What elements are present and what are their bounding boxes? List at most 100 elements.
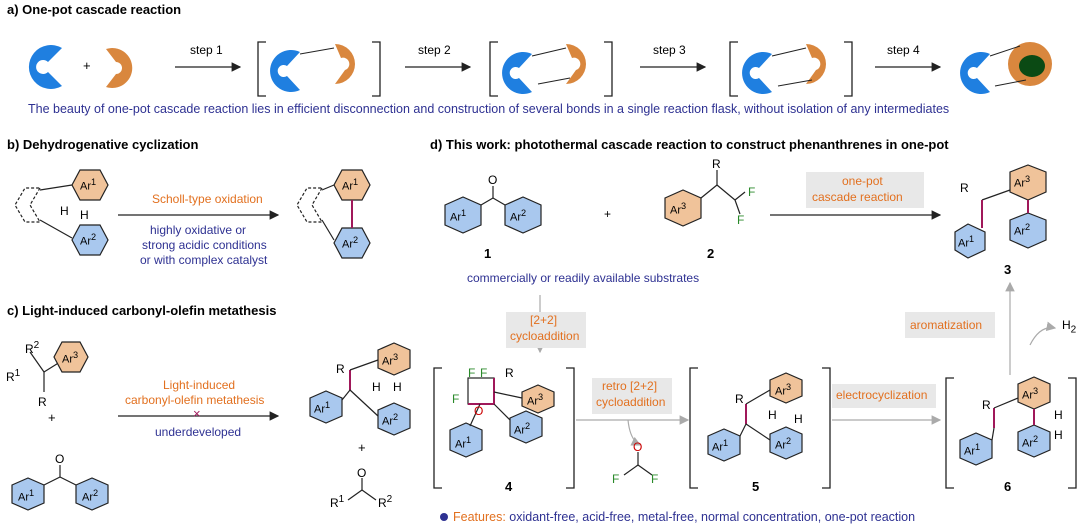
section-a-plus: + [83, 58, 91, 73]
compound-3-r: R [960, 181, 969, 195]
section-d-plus: + [604, 207, 612, 221]
section-c-prod-ar1: Ar1 [314, 400, 331, 416]
section-c-byproduct-r2: R2 [378, 494, 393, 510]
section-c-prod-h1: H [372, 380, 381, 394]
section-b-reactant [14, 169, 109, 256]
aromatization-box [905, 312, 995, 338]
compound-5-ar2: Ar2 [775, 436, 792, 452]
compound-2-r: R [712, 157, 721, 171]
compound-5-ar1: Ar1 [712, 438, 729, 454]
features-label: Features: [453, 510, 506, 524]
cof2-o: O [633, 440, 643, 454]
section-c-r2: R2 [25, 340, 40, 356]
intermediate-1-shapes [270, 44, 355, 92]
section-d-title: d) This work: photothermal cascade react… [430, 137, 949, 152]
compound-6-h2: H [1054, 428, 1063, 442]
compound-4-f1: F [468, 366, 476, 380]
section-b-prod-ar1: Ar1 [342, 177, 359, 193]
section-b-prod-ar2: Ar2 [342, 235, 359, 251]
compound-5-r: R [735, 392, 744, 406]
section-c-byproduct [347, 478, 377, 501]
compound-3-ar2: Ar2 [1014, 222, 1031, 238]
section-c-r: R [38, 395, 47, 409]
compound-2-f1: F [748, 185, 756, 199]
retro-label-1: retro [2+2] [602, 379, 658, 393]
h2-label: H2 [1062, 318, 1077, 336]
section-b-title: b) Dehydrogenative cyclization [7, 137, 199, 152]
product-shapes [960, 42, 1052, 95]
compound-4-ar3: Ar3 [527, 392, 544, 408]
compound-3-structure [954, 164, 1047, 259]
compound-5-ar3: Ar3 [775, 382, 792, 398]
section-c-plus-2: + [358, 440, 366, 455]
section-c-arrow-top-2: carbonyl-olefin metathesis [125, 393, 265, 407]
retro-box [592, 378, 672, 414]
compound-4-o: O [474, 404, 484, 418]
features-bullet-icon [440, 513, 448, 521]
compound-4-ar2: Ar2 [514, 421, 531, 437]
cycloaddition-box [506, 312, 586, 348]
compound-5-structure [707, 372, 803, 462]
cycloaddition-label-1: [2+2] [530, 313, 558, 327]
compound-4-structure [449, 377, 555, 458]
section-c-prod-r: R [336, 362, 345, 376]
step-1-label: step 1 [190, 43, 223, 57]
section-c-plus-1: + [48, 410, 56, 425]
section-c-ketone [11, 465, 109, 511]
compound-4-ar1: Ar1 [455, 435, 472, 451]
cof2-f2: F [651, 472, 659, 486]
compound-1-o: O [488, 173, 498, 187]
section-c-alkene [29, 341, 89, 392]
section-b-h2: H [80, 208, 89, 222]
section-a-caption: The beauty of one-pot cascade reaction l… [28, 102, 950, 116]
compound-5-label: 5 [752, 479, 760, 494]
intermediate-2-shapes [502, 44, 586, 95]
compound-6-r: R [982, 398, 991, 412]
one-pot-label-1: one-pot [842, 174, 883, 188]
section-c-title: c) Light-induced carbonyl-olefin metathe… [7, 303, 277, 318]
compound-1-label: 1 [484, 246, 492, 261]
section-a-title: a) One-pot cascade reaction [7, 2, 182, 17]
compound-4-f3: F [452, 392, 460, 406]
section-b-cond-1: highly oxidative or [150, 223, 247, 237]
compound-2-structure [664, 170, 746, 227]
compound-4-r: R [505, 366, 514, 380]
section-b-cond-3: or with complex catalyst [140, 253, 268, 267]
step-4-label: step 4 [887, 43, 920, 57]
section-c-r1: R1 [6, 368, 21, 384]
section-c-arrow-top-1: Light-induced [163, 378, 236, 392]
section-c-prod-ar3: Ar3 [382, 352, 399, 368]
compound-5-h1: H [768, 408, 777, 422]
section-b-arrow-top: Scholl-type oxidation [152, 192, 263, 206]
compound-6-label: 6 [1004, 479, 1012, 494]
one-pot-box [806, 172, 924, 208]
compound-5-h2: H [794, 412, 803, 426]
section-b-ar2: Ar2 [80, 232, 97, 248]
compound-3-label: 3 [1004, 262, 1012, 277]
section-c-prod-ar2: Ar2 [382, 412, 399, 428]
compound-4-f2: F [480, 366, 488, 380]
blue-pacman-reactant [28, 45, 62, 89]
compound-1-ar1: Ar1 [450, 208, 467, 224]
section-c-byproduct-o: O [357, 466, 367, 480]
section-c-arrow-bottom: underdeveloped [155, 425, 242, 439]
aromatization-label: aromatization [910, 318, 983, 332]
compound-6-structure [959, 376, 1051, 466]
compound-2-f2: F [737, 213, 745, 227]
compound-1-structure [444, 186, 542, 234]
section-c-ketone-ar1: Ar1 [18, 488, 35, 504]
compound-6-ar2: Ar2 [1022, 434, 1039, 450]
substrates-caption: commercially or readily available substr… [467, 271, 700, 285]
section-c-ketone-ar2: Ar2 [82, 488, 99, 504]
electrocyclization-label: electrocyclization [836, 388, 928, 402]
one-pot-label-2: cascade reaction [812, 190, 903, 204]
section-c-product [309, 342, 411, 436]
section-b-h1: H [60, 204, 69, 218]
step-3-label: step 3 [653, 43, 686, 57]
compound-1-ar2: Ar2 [510, 208, 527, 224]
carbonyl-fluoride [623, 452, 653, 476]
cycloaddition-label-2: cycloaddition [510, 329, 580, 343]
features-text: oxidant-free, acid-free, metal-free, nor… [505, 510, 916, 524]
section-b-product [296, 169, 371, 259]
